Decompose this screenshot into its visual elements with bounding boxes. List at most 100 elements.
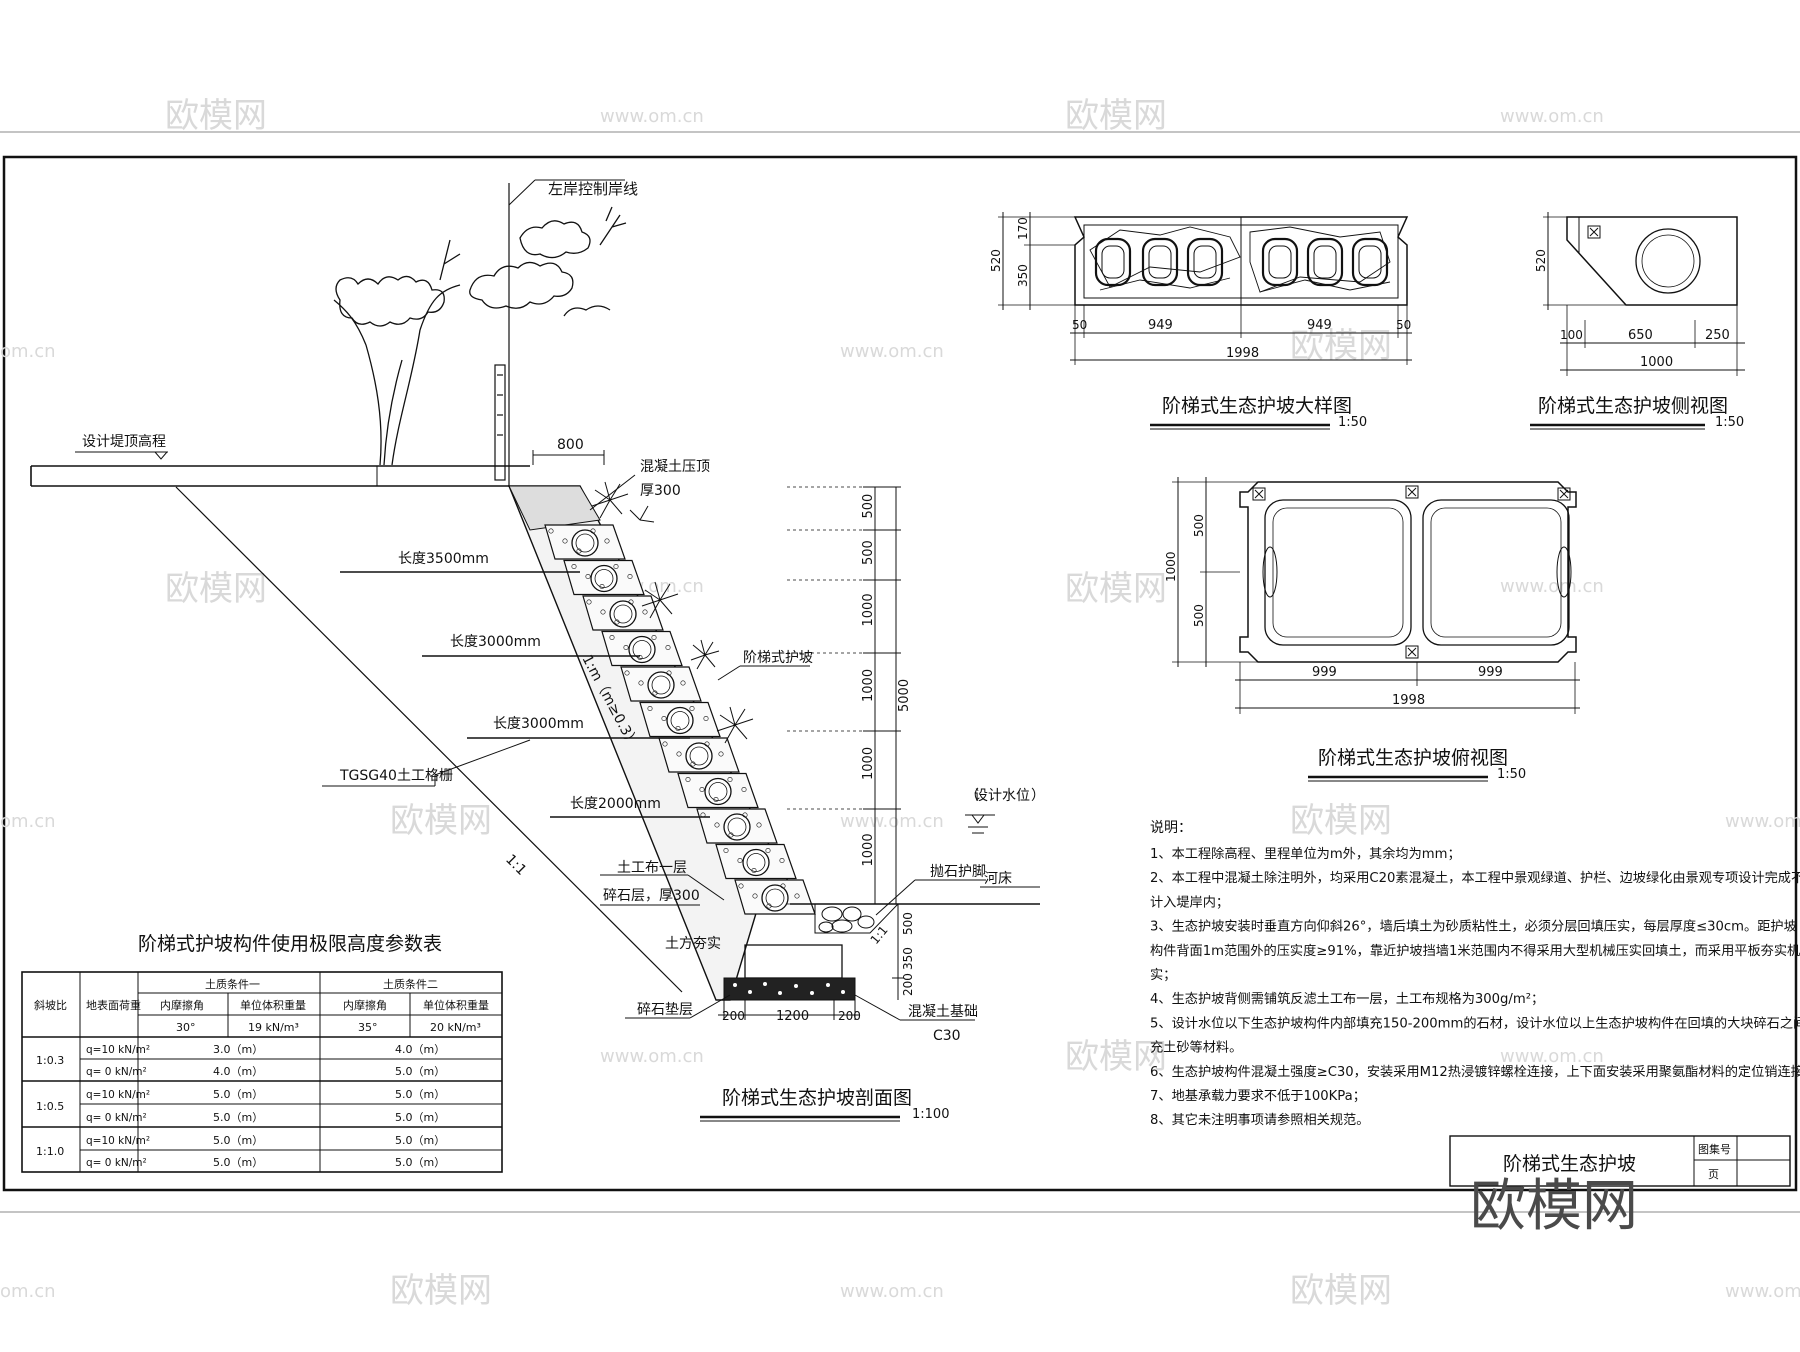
note-line: 8、其它未注明事项请参照相关规范。	[1150, 1111, 1369, 1128]
limit-height-table: 阶梯式护坡构件使用极限高度参数表 斜坡比 地表面荷重 土质条件一 土质条件二 内…	[21, 933, 503, 1173]
side-dim-100: 100	[1560, 328, 1583, 342]
section-scale: 1:100	[912, 1107, 949, 1122]
titleblock-page: 页	[1708, 1168, 1719, 1181]
td-cond1-height: 5.0（m）	[213, 1134, 263, 1147]
dim-top-800: 800	[557, 437, 584, 453]
water-level-icon	[971, 814, 985, 824]
compacted-soil-label: 土方夯实	[665, 936, 721, 952]
plan-dim-500-bottom: 500	[1192, 604, 1206, 627]
detail-stone-pattern	[1089, 226, 1391, 293]
td-load: q=10 kN/m²	[86, 1089, 150, 1101]
plan-dim-999-left: 999	[1312, 665, 1337, 680]
excavation-line	[175, 486, 683, 993]
td-c1-weight: 19 kN/m³	[248, 1021, 299, 1034]
plan-cell-right	[1422, 499, 1570, 646]
total-height-dim: 5000	[897, 679, 912, 712]
detail-dim-949-right: 949	[1307, 318, 1332, 333]
td-cond2-height: 5.0（m）	[395, 1065, 445, 1078]
note-line: 5、设计水位以下生态护坡构件内部填充150-200mm的石材，设计水位以上生态护…	[1150, 1015, 1800, 1031]
vertical-dim-label: 1000	[861, 833, 876, 866]
slope-block	[544, 524, 626, 560]
slope-block	[696, 808, 778, 844]
geogrid-label: TGSG40土工格栅	[339, 768, 453, 784]
td-slope: 1:1.0	[36, 1145, 64, 1158]
svg-text:（: （	[965, 788, 979, 804]
design-water-label: 设计水位	[974, 788, 1030, 804]
ratio-1-1-label: 1:1	[502, 852, 529, 879]
concrete-cap	[508, 485, 601, 531]
watermark-url: www.om.cn	[1725, 1281, 1800, 1302]
sheet-frame	[0, 131, 1800, 1213]
svg-text:）: ）	[1031, 788, 1045, 804]
vertical-dim-label: 1000	[861, 747, 876, 780]
watermark-brand: 欧模网	[390, 1271, 492, 1311]
vertical-dim-label: 1000	[861, 669, 876, 702]
section-title: 阶梯式生态护坡剖面图	[722, 1087, 912, 1109]
geogrid-length-1: 长度3500mm	[398, 551, 489, 567]
foundation-dim-200: 200	[901, 973, 915, 996]
note-line: 计入堤岸内；	[1150, 894, 1229, 910]
bolt-icon	[1405, 485, 1419, 499]
slope-block	[563, 559, 645, 596]
watermark-brand: 欧模网	[1065, 569, 1167, 609]
section-view: 左岸控制岸线 设计堤顶高程 1:1	[30, 179, 1045, 1122]
concrete-foundation	[744, 944, 843, 979]
slope-block	[582, 595, 664, 631]
td-c2-weight: 20 kN/m³	[430, 1021, 481, 1034]
side-dim-total: 1000	[1640, 355, 1673, 370]
slope-block	[734, 879, 816, 915]
detail-hole	[1141, 237, 1179, 287]
watermark-url: www.om.cn	[600, 106, 704, 127]
td-c1-friction: 30°	[176, 1021, 196, 1034]
slope-block	[639, 701, 721, 738]
td-cond1-height: 5.0（m）	[213, 1111, 263, 1124]
foundation-dim-350: 350	[901, 947, 915, 970]
stepped-slope-label: 阶梯式护坡	[743, 650, 813, 666]
detail-hole	[1351, 237, 1389, 287]
plan-dim-total-h: 1998	[1392, 693, 1425, 708]
th-friction-1: 内摩擦角	[160, 998, 204, 1012]
td-cond2-height: 5.0（m）	[395, 1111, 445, 1124]
watermark-url: www.om.cn	[1500, 1046, 1604, 1067]
brand-watermark-logo: 欧模网	[1470, 1174, 1638, 1239]
watermark-url: om.cn	[0, 811, 56, 832]
design-notes: 说明： 1、本工程除高程、里程单位为m外，其余均为mm；2、本工程中混凝土除注明…	[1150, 820, 1800, 1128]
side-scale: 1:50	[1715, 415, 1744, 430]
td-load: q= 0 kN/m²	[86, 1066, 147, 1078]
watermark-url: www.om.cn	[1500, 106, 1604, 127]
vertical-dim-label: 1000	[861, 593, 876, 626]
cap-thickness-label: 厚300	[640, 483, 681, 499]
note-line: 实；	[1150, 967, 1176, 983]
cap-label: 混凝土压顶	[640, 459, 710, 475]
bolt-icon	[1252, 487, 1266, 501]
detail-hole	[1306, 237, 1344, 287]
side-title: 阶梯式生态护坡侧视图	[1538, 395, 1728, 417]
tree-icon	[333, 206, 627, 466]
backfill-wedge	[507, 485, 800, 1001]
detail-hole	[1261, 237, 1299, 287]
watermark-url: www.om.cn	[1500, 576, 1604, 597]
left-bank-line-label: 左岸控制岸线	[548, 180, 638, 198]
td-cond2-height: 4.0（m）	[395, 1043, 445, 1056]
td-load: q=10 kN/m²	[86, 1044, 150, 1056]
gravel-cushion-label: 碎石垫层	[637, 1002, 693, 1018]
plant-icon	[591, 481, 754, 744]
concrete-base-label: 混凝土基础	[908, 1003, 978, 1020]
bolt-icon	[1405, 645, 1419, 659]
bolt-icon	[1557, 487, 1571, 501]
geotextile-label: 土工布一层	[617, 860, 687, 876]
note-line: 2、本工程中混凝土除注明外，均采用C20素混凝土，本工程中景观绿道、护栏、边坡绿…	[1150, 870, 1800, 886]
bolt-icon	[1587, 225, 1601, 239]
plan-scale: 1:50	[1497, 767, 1526, 782]
crest-elevation-label: 设计堤顶高程	[82, 433, 166, 450]
note-line: 充土砂等材料。	[1150, 1039, 1242, 1056]
geogrid-length-3: 长度3000mm	[493, 716, 584, 732]
slope-block	[677, 772, 759, 809]
watermark-brand: 欧模网	[1065, 96, 1167, 136]
plan-block-outline	[1239, 481, 1577, 663]
detail-dim-170: 170	[1016, 217, 1030, 240]
detail-dim-50-right: 50	[1396, 318, 1411, 332]
base-dim-center: 1200	[776, 1009, 809, 1024]
titleblock-atlas-no: 图集号	[1698, 1142, 1731, 1156]
